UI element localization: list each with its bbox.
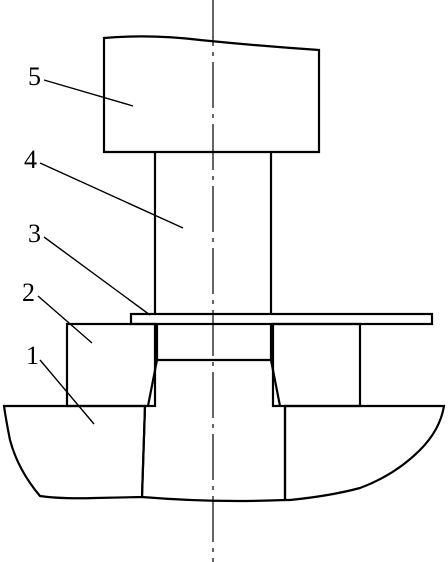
base-die-right-half (283, 404, 446, 502)
die-opening-right-taper (269, 359, 282, 407)
die-ring-right-half (271, 322, 362, 408)
base-die-left-half (2, 404, 147, 500)
leader-line-1 (39, 359, 95, 425)
part-label-4: 4 (24, 145, 37, 174)
leader-line-4 (39, 162, 184, 229)
part-label-1: 1 (26, 341, 39, 370)
sheet-workpiece (129, 312, 434, 326)
leader-line-3 (43, 236, 151, 316)
base-opening-left-wall (140, 405, 147, 498)
punch-part (153, 152, 273, 314)
part-label-3: 3 (28, 219, 41, 248)
leader-line-2 (37, 295, 93, 344)
sheet-workpiece-part (129, 312, 434, 326)
die-ring-left-half (65, 322, 157, 408)
part-label-2: 2 (22, 278, 35, 307)
leader-line-5 (43, 79, 134, 107)
base-opening-bottom-edge (141, 495, 286, 503)
base-die-part (2, 404, 446, 503)
punch-holder (102, 35, 321, 154)
punch-holder-part (102, 35, 321, 154)
part-label-5: 5 (28, 62, 41, 91)
die-opening-left-taper (146, 359, 159, 407)
